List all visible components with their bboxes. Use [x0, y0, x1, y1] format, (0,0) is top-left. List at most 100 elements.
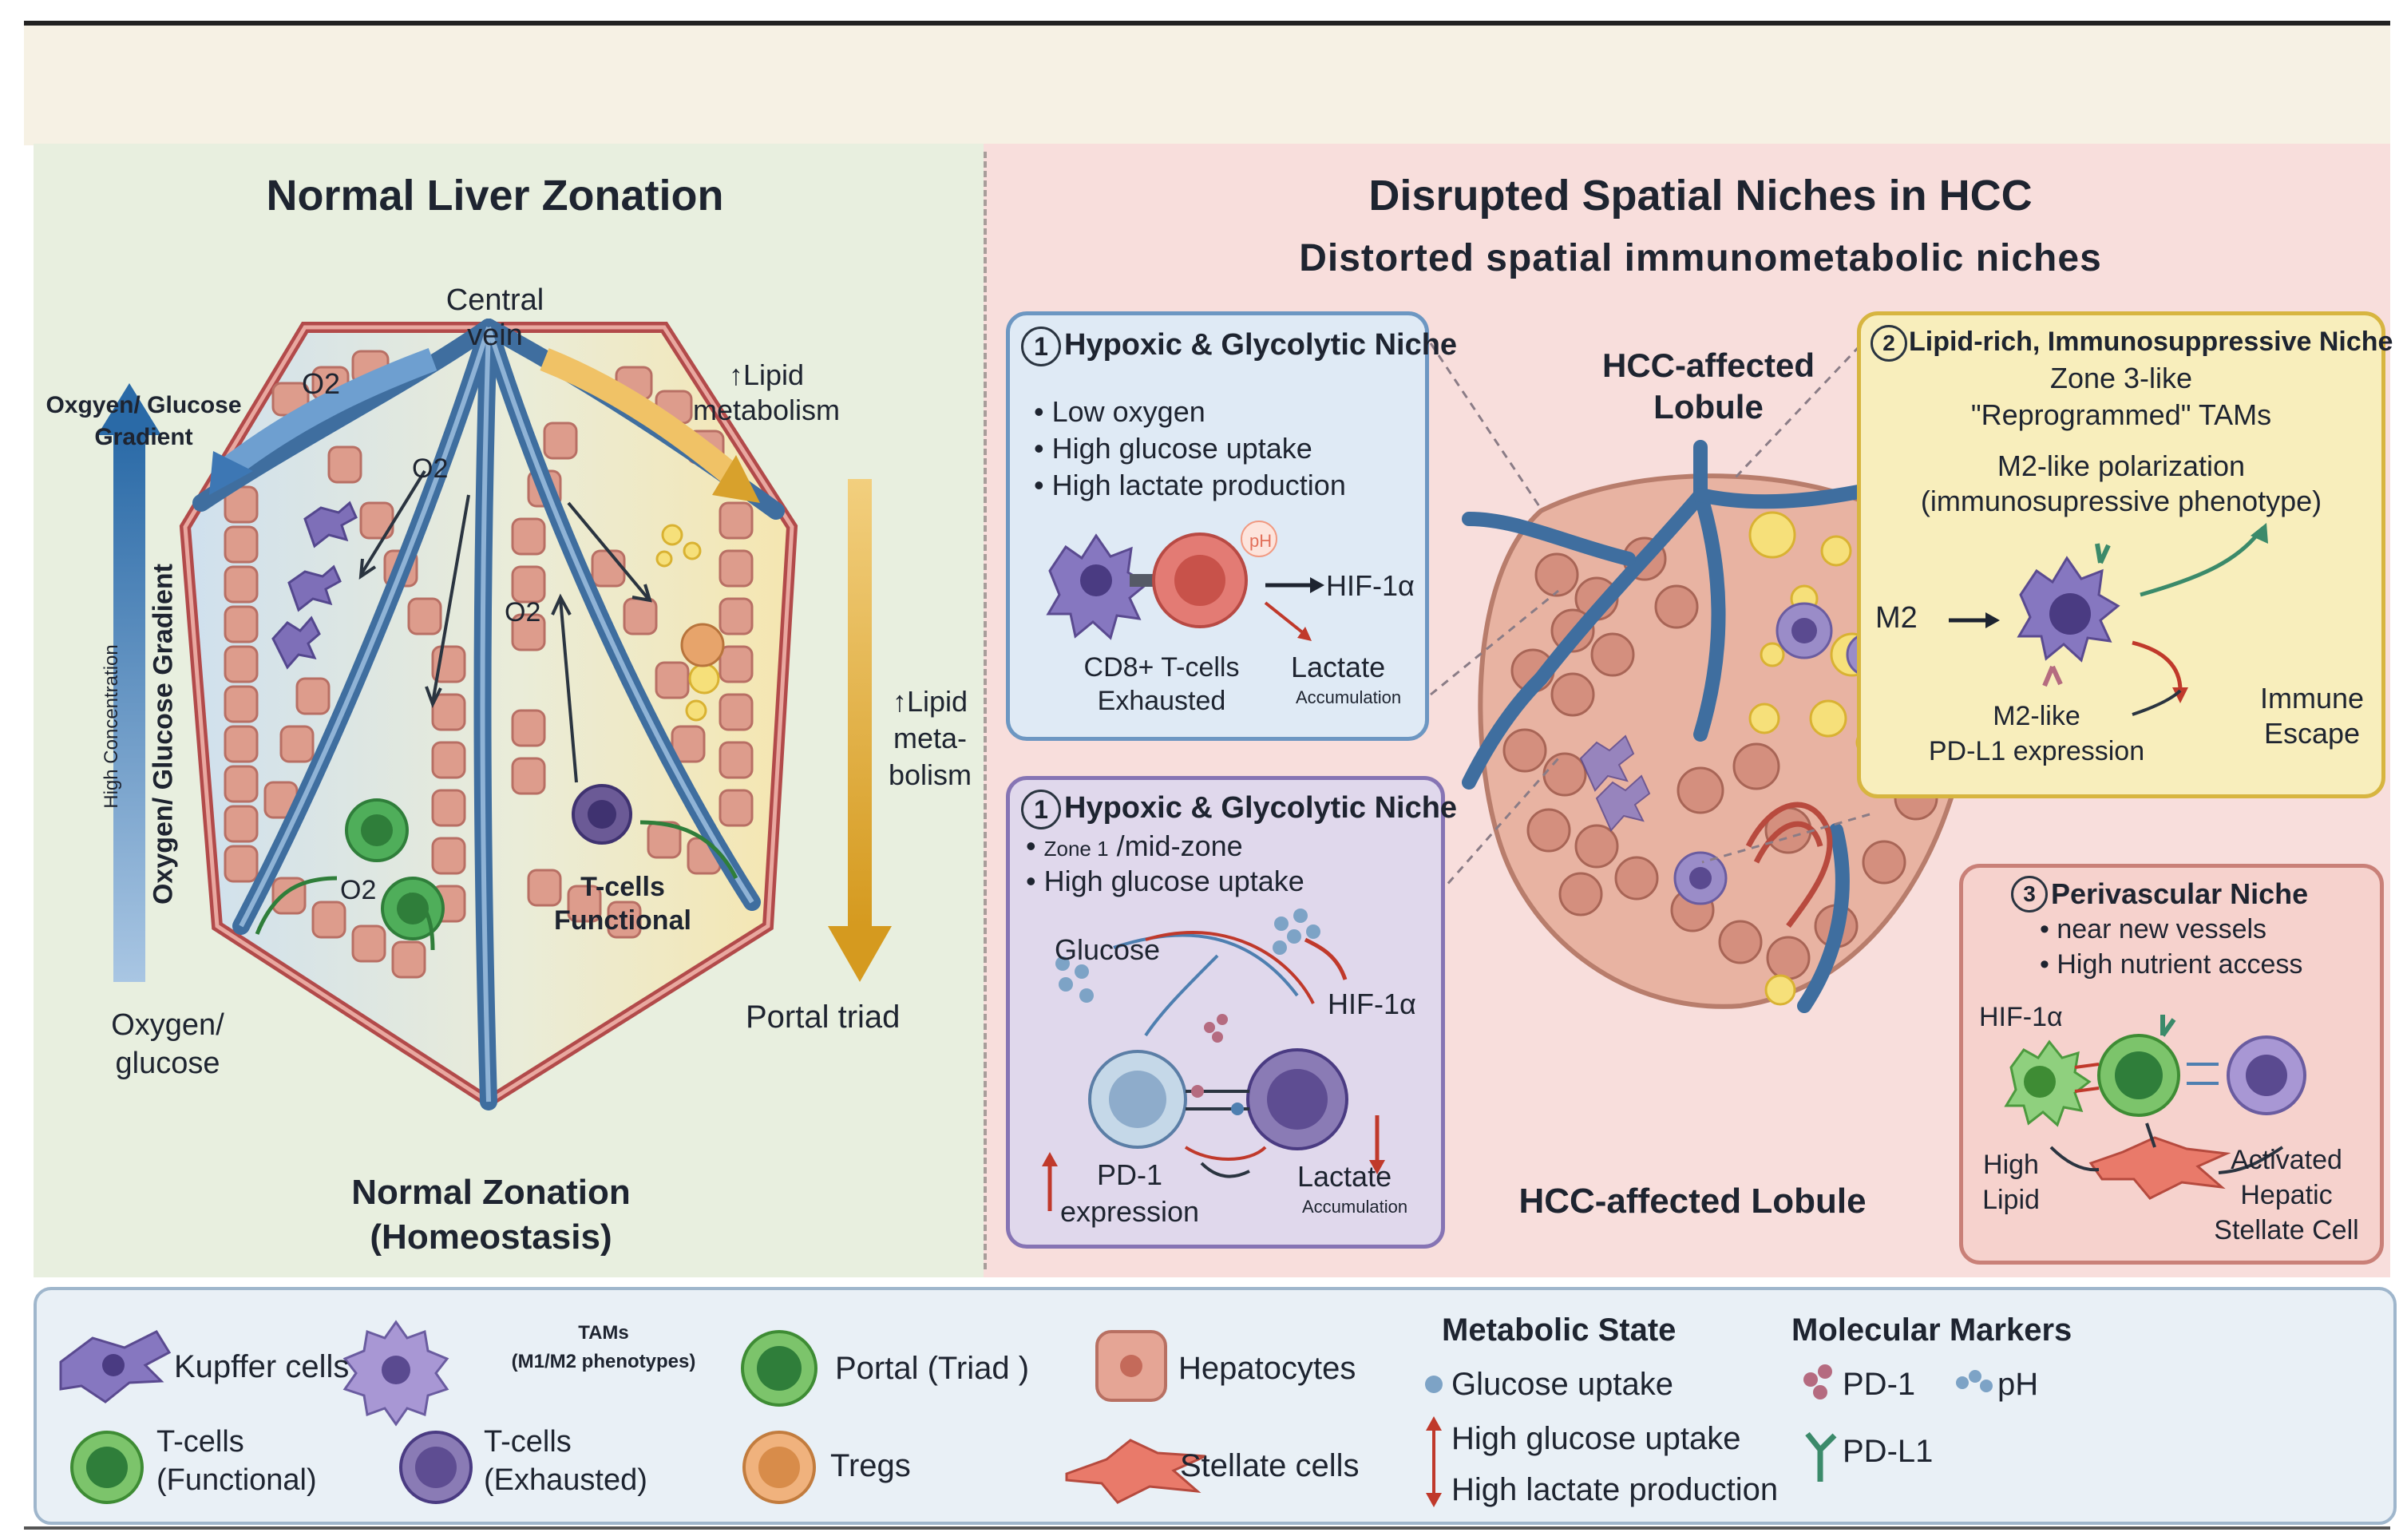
left-panel-title: Normal Liver Zonation [266, 172, 724, 220]
niche-1-bottom-panel: 1 Hypoxic & Glycolytic Niche • Zone 1 /m… [1006, 776, 1457, 1249]
right-panel-subtitle: Distorted spatial immunometabolic niches [1299, 237, 2102, 279]
legend-tam-icon [342, 1320, 449, 1427]
niche-3-hif: HIF-1α [1979, 1002, 2063, 1032]
oxygen-curve-arrow [217, 347, 437, 481]
legend-treg-icon [742, 1431, 816, 1504]
niche-3-lipid-label: High Lipid [1982, 1150, 2040, 1215]
gradient-title-label: Oxgyen/ Glucose Gradient [46, 392, 242, 450]
legend-exhausted-t-icon [399, 1431, 473, 1504]
niche-1-top-lactate: Lactate [1291, 651, 1386, 683]
niche-1-bottom-zone-prefix: Zone 1 [1043, 837, 1109, 861]
legend-tregs-label: Tregs [830, 1448, 911, 1483]
legend-kupffer-icon [59, 1330, 172, 1403]
oxygen-arrows [358, 469, 652, 783]
niche-2-cells [1949, 523, 2268, 716]
niche-3-title: Perivascular Niche [2051, 877, 2309, 910]
niche-2-line-1: Zone 3-like [2049, 362, 2193, 394]
niche-3-panel: 3 Perivascular Niche • near new vessels … [1959, 864, 2384, 1265]
o2-mid2-label: O2 [505, 597, 541, 627]
legend-pd1-label: PD-1 [1843, 1367, 1916, 1402]
normal-lobule-diagram [97, 319, 892, 1110]
legend-stellate-label: Stellate cells [1180, 1448, 1360, 1483]
legend-stellate-icon [1065, 1439, 1206, 1504]
niche-1-top-hif: HIF-1α [1326, 569, 1415, 602]
niche-3-bullet-2-text: High nutrient access [2057, 949, 2303, 980]
gradient-arrow-shaft [113, 431, 145, 982]
niche-1-top-accumulation: Accumulation [1296, 687, 1402, 707]
niche-2-line-3: M2-like polarization [1997, 449, 2246, 482]
niche-2-line-4: (immunosupressive phenotype) [1920, 485, 2322, 517]
niche-1-bottom-zone: • Zone 1 /mid-zone [1026, 829, 1243, 862]
legend-portal-label: Portal (Triad ) [835, 1351, 1030, 1386]
legend-molecular-title: Molecular Markers [1791, 1312, 2072, 1348]
zoom-connectors [1429, 334, 1871, 895]
oxygen-glucose-label: Oxygen/ glucose [111, 1008, 224, 1080]
legend-kupffer-label: Kupffer cells [174, 1349, 350, 1384]
niche-1-top-bullet-3-text: High lactate production [1051, 469, 1346, 501]
o2-low-label: O2 [340, 875, 377, 905]
niche-1-top-number: 1 [1021, 327, 1061, 366]
legend-tams-label: TAMs [578, 1322, 629, 1344]
niche-3-stellate-label: Activated Hepatic Stellate Cell [2214, 1145, 2359, 1245]
niche-1-top-cd8-label: CD8+ T-cells Exhausted [1083, 652, 1240, 716]
niche-3-bullet-1-text: near new vessels [2057, 914, 2267, 944]
hcc-lobule-diagram [1462, 440, 1973, 1013]
hcc-lobule-bottom-label: HCC-affected Lobule [1518, 1182, 1867, 1221]
legend: Kupffer cells TAMs (M1/M2 phenotypes) Po… [34, 1287, 2397, 1525]
central-vein-label: Central vein [445, 283, 544, 352]
niche-2-escape-label: Immune Escape [2259, 682, 2365, 750]
legend-functional-t-icon [70, 1431, 144, 1504]
legend-metabolic-title: Metabolic State [1442, 1312, 1677, 1348]
hcc-kupffer-cluster [1579, 734, 1651, 832]
niche-1-top-title: Hypoxic & Glycolytic Niche [1064, 328, 1458, 362]
vertical-concentration-label: High Concentration [101, 644, 122, 809]
niche-1-bottom-accumulation: Accumulation [1302, 1197, 1408, 1217]
niche-1-top-bullet-1-text: Low oxygen [1051, 395, 1205, 428]
niche-1-top-bullet-3: • High lactate production [1034, 469, 1346, 501]
legend-pd1-icon [1803, 1364, 1832, 1399]
legend-glucose-uptake: Glucose uptake [1451, 1367, 1673, 1402]
niche-3-bullet-2: • High nutrient access [2040, 949, 2303, 980]
lipid-curve-arrow [540, 348, 744, 489]
niche-2-m2-label: M2 [1875, 601, 1918, 635]
niche-1-bottom-hif: HIF-1α [1328, 988, 1416, 1020]
portal-triad-label: Portal triad [746, 1000, 901, 1035]
legend-ph-label: pH [1997, 1367, 2039, 1402]
niche-1-bottom-lactate: Lactate [1297, 1160, 1392, 1193]
legend-ph-icon [1956, 1370, 1993, 1392]
lipid-vertical-arrow [848, 479, 872, 926]
hcc-red-vessels [1745, 802, 1833, 928]
hcc-cells [1502, 536, 1938, 980]
lipid-top-label: ↑Lipid metabolism [692, 358, 841, 426]
niche-2-panel: 2 Lipid-rich, Immunosuppressive Niche Zo… [1857, 311, 2393, 798]
legend-pdl1-label: PD-L1 [1843, 1434, 1934, 1469]
kupffer-cells [271, 501, 358, 670]
top-band [24, 26, 2390, 145]
legend-exhausted-t-label: T-cells (Exhausted) [484, 1425, 647, 1497]
niche-3-cells [2004, 1015, 2306, 1200]
niche-1-bottom-number: 1 [1021, 790, 1061, 829]
legend-glucose-dot [1425, 1376, 1443, 1393]
hcc-lobule-top-label: HCC-affected Lobule [1601, 346, 1815, 426]
niche-2-pdl1-label: M2-like PD-L1 expression [1928, 701, 2145, 766]
niche-2-number: 2 [1871, 325, 1907, 362]
treg-cell [680, 623, 725, 667]
vertical-gradient-label: Oxygen/ Glucose Gradient [148, 564, 179, 905]
lipid-right-label: ↑Lipid meta- bolism [888, 685, 972, 791]
hcc-vessels [1462, 440, 1923, 1013]
o2-mid1-label: O2 [412, 453, 449, 484]
niche-1-top-cells [1046, 521, 1324, 641]
niche-2-line-2: "Reprogrammed" TAMs [1970, 398, 2272, 431]
niche-3-bullet-1: • near new vessels [2040, 914, 2267, 944]
niche-1-bottom-bullet-text: High glucose uptake [1043, 865, 1304, 897]
niche-2-title: Lipid-rich, Immunosuppressive Niche [1909, 327, 2393, 357]
right-panel-title: Disrupted Spatial Niches in HCC [1368, 172, 2033, 220]
niche-1-bottom-glucose: Glucose [1055, 933, 1161, 966]
legend-portal-icon [741, 1330, 817, 1407]
niche-1-bottom-cells [1042, 909, 1385, 1211]
niche-3-number: 3 [2011, 876, 2048, 913]
legend-pdl1-icon [1805, 1431, 1837, 1482]
niche-1-top-bullet-2: • High glucose uptake [1034, 432, 1312, 465]
niche-1-bottom-title: Hypoxic & Glycolytic Niche [1064, 791, 1458, 825]
